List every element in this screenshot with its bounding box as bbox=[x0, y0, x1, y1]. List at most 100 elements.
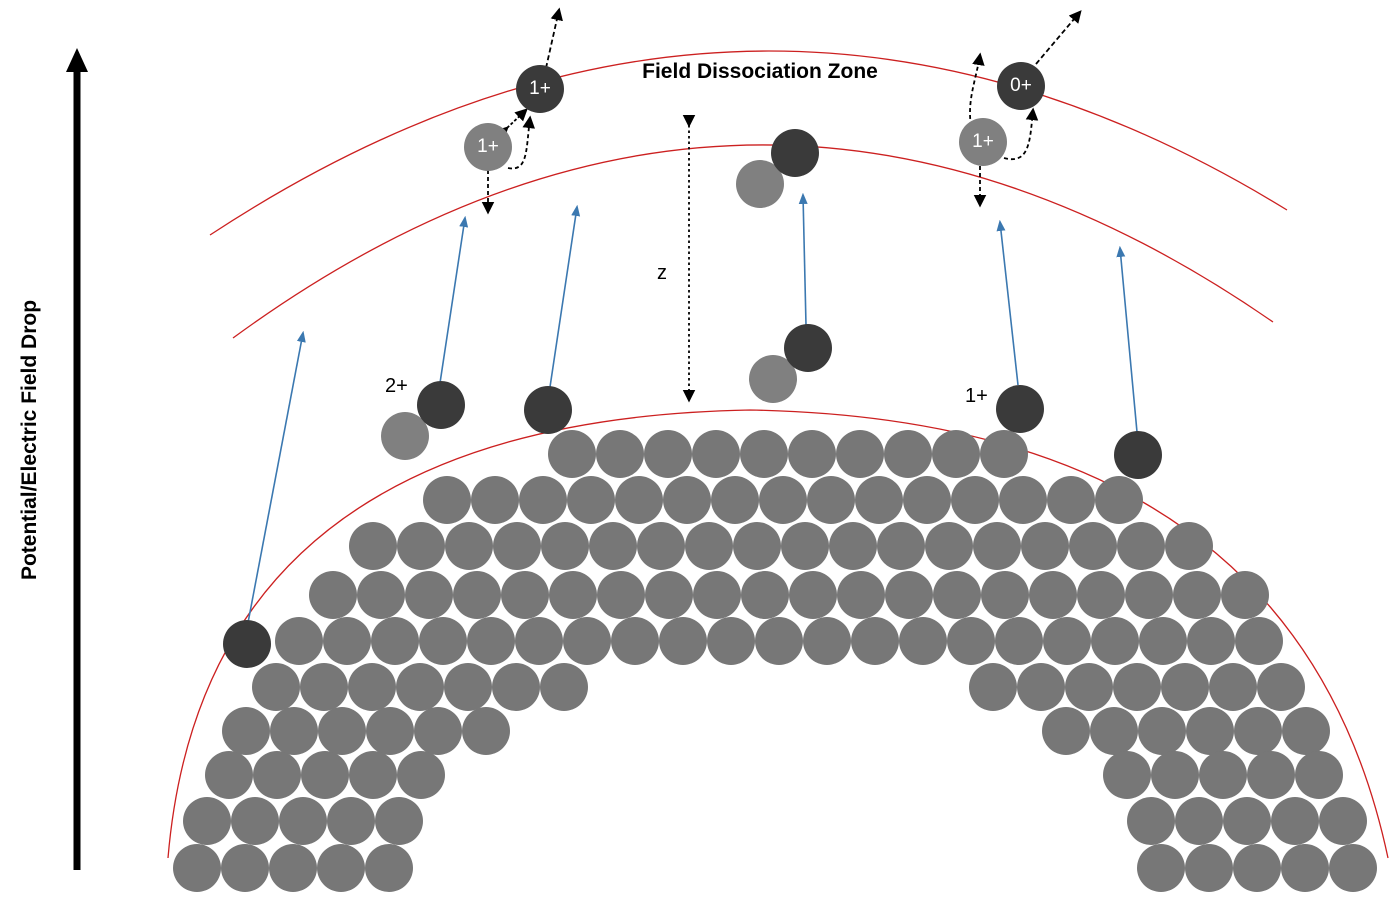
lattice-atom bbox=[1125, 571, 1173, 619]
lattice-atom bbox=[1095, 476, 1143, 524]
lattice-atom bbox=[349, 751, 397, 799]
lattice-atom bbox=[1047, 476, 1095, 524]
lattice-atom bbox=[711, 476, 759, 524]
lattice-atom bbox=[1090, 707, 1138, 755]
lattice-atom bbox=[444, 663, 492, 711]
ion-label-left-lower: 1+ bbox=[477, 136, 499, 157]
lattice-atom bbox=[349, 522, 397, 570]
lattice-atom bbox=[300, 663, 348, 711]
lattice-atom bbox=[788, 430, 836, 478]
lattice-atom bbox=[740, 430, 788, 478]
lattice-atom bbox=[269, 844, 317, 892]
lattice-atom bbox=[589, 522, 637, 570]
lattice-atom bbox=[462, 707, 510, 755]
lattice-atom bbox=[644, 430, 692, 478]
lattice-atom bbox=[597, 571, 645, 619]
light-atom bbox=[749, 355, 797, 403]
lattice-atom bbox=[1329, 844, 1377, 892]
charge-label-1plus: 1+ bbox=[965, 385, 988, 407]
ion-left-lower bbox=[464, 123, 512, 171]
surface-species bbox=[223, 129, 1162, 668]
trajectory-arrow bbox=[439, 215, 469, 384]
trajectory-arrow bbox=[798, 192, 808, 326]
ion-escape-arrow bbox=[969, 52, 985, 127]
lattice-atom bbox=[855, 476, 903, 524]
lattice-atom bbox=[301, 751, 349, 799]
lattice-atom bbox=[637, 522, 685, 570]
lattice-atom bbox=[932, 430, 980, 478]
lattice-atom bbox=[1017, 663, 1065, 711]
lattice-atom bbox=[1103, 751, 1151, 799]
lattice-atom bbox=[837, 571, 885, 619]
lattice-atom bbox=[253, 751, 301, 799]
lattice-atom bbox=[453, 571, 501, 619]
lattice-atom bbox=[222, 707, 270, 755]
lattice-atom bbox=[1137, 844, 1185, 892]
distance-label: z bbox=[657, 262, 667, 284]
lattice-atom bbox=[755, 617, 803, 665]
lattice-atom bbox=[348, 663, 396, 711]
lattice-atom bbox=[1319, 797, 1367, 845]
lattice-atom bbox=[397, 522, 445, 570]
ion-label-left-upper: 1+ bbox=[529, 78, 551, 99]
lattice-atom bbox=[851, 617, 899, 665]
lattice-atom bbox=[1165, 522, 1213, 570]
lattice-atom bbox=[1281, 844, 1329, 892]
lattice-atom bbox=[1223, 797, 1271, 845]
lattice-atom bbox=[1139, 617, 1187, 665]
lattice-atom bbox=[173, 844, 221, 892]
lattice-atom bbox=[877, 522, 925, 570]
dissociation-arrows bbox=[481, 7, 1082, 403]
lattice-atom bbox=[807, 476, 855, 524]
lattice-atom bbox=[1199, 751, 1247, 799]
dark-atom bbox=[223, 620, 271, 668]
lattice-atom bbox=[1091, 617, 1139, 665]
dark-atom bbox=[524, 386, 572, 434]
lattice-atom bbox=[1117, 522, 1165, 570]
ion-escape-arrow bbox=[1035, 10, 1082, 65]
dark-atom bbox=[771, 129, 819, 177]
light-atom bbox=[381, 412, 429, 460]
lattice-atom bbox=[925, 522, 973, 570]
lattice-atom bbox=[1029, 571, 1077, 619]
lattice-atom bbox=[1065, 663, 1113, 711]
lattice-atom bbox=[549, 571, 597, 619]
lattice-atom bbox=[501, 571, 549, 619]
lattice-atom bbox=[645, 571, 693, 619]
lattice-atom bbox=[365, 844, 413, 892]
potential-axis-arrow bbox=[66, 48, 88, 870]
lattice-atom bbox=[548, 430, 596, 478]
lattice-atom bbox=[903, 476, 951, 524]
lattice-atom bbox=[615, 476, 663, 524]
lattice-atom bbox=[980, 430, 1028, 478]
light-atom bbox=[736, 160, 784, 208]
lattice-atom bbox=[515, 617, 563, 665]
lattice-atom bbox=[467, 617, 515, 665]
ion-label-right-lower: 1+ bbox=[972, 131, 994, 152]
lattice-atom bbox=[419, 617, 467, 665]
lattice-atom bbox=[995, 617, 1043, 665]
lattice-atom bbox=[1175, 797, 1223, 845]
lattice-atom bbox=[741, 571, 789, 619]
lattice-atom bbox=[1282, 707, 1330, 755]
lattice-atom bbox=[1161, 663, 1209, 711]
lattice-atom bbox=[981, 571, 1029, 619]
lattice-atom bbox=[366, 707, 414, 755]
lattice-atom bbox=[318, 707, 366, 755]
zone-title: Field Dissociation Zone bbox=[642, 60, 878, 83]
lattice-atom bbox=[884, 430, 932, 478]
lattice-atom bbox=[492, 663, 540, 711]
lattice-atom bbox=[1271, 797, 1319, 845]
lattice-atom bbox=[1187, 617, 1235, 665]
lattice-atom bbox=[947, 617, 995, 665]
lattice-atom bbox=[663, 476, 711, 524]
lattice-atom bbox=[519, 476, 567, 524]
outer-field-boundary bbox=[209, 50, 1288, 236]
lattice-atom bbox=[1043, 617, 1091, 665]
lattice-atom bbox=[405, 571, 453, 619]
ion-right-upper bbox=[997, 62, 1045, 110]
lattice-atom bbox=[309, 571, 357, 619]
ion-label-right-upper: 0+ bbox=[1010, 75, 1032, 96]
lattice-atom bbox=[541, 522, 589, 570]
